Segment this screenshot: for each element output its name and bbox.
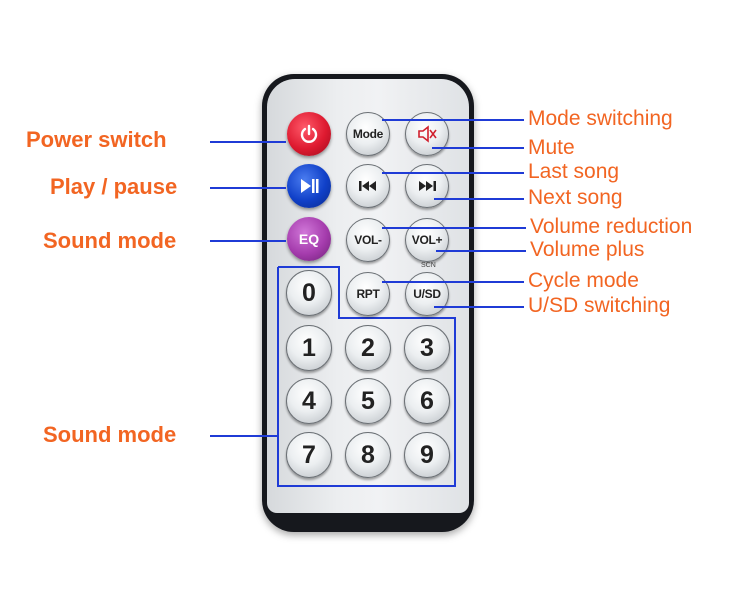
volume-up-button[interactable]: VOL+ <box>405 218 449 262</box>
next-track-icon <box>419 181 436 191</box>
leader-power <box>210 141 286 143</box>
scn-label: SCN <box>421 262 436 269</box>
usd-button[interactable]: U/SD <box>405 272 449 316</box>
label-cycle-mode: Cycle mode <box>528 269 639 292</box>
number-keys-box <box>277 266 456 487</box>
label-mode-switching: Mode switching <box>528 107 673 130</box>
mute-icon <box>418 125 437 143</box>
leader-play <box>210 187 286 189</box>
volume-down-button[interactable]: VOL- <box>346 218 390 262</box>
leader-eq <box>210 240 286 242</box>
eq-button[interactable]: EQ <box>287 217 331 261</box>
leader-next <box>434 198 524 200</box>
label-usd-switching: U/SD switching <box>528 294 671 317</box>
play-pause-button[interactable] <box>287 164 331 208</box>
previous-track-icon <box>359 181 376 191</box>
power-icon <box>300 124 318 143</box>
number-9-button[interactable]: 9 <box>404 432 450 478</box>
leader-usd <box>434 306 524 308</box>
number-0-button[interactable]: 0 <box>286 270 332 316</box>
number-6-button[interactable]: 6 <box>404 378 450 424</box>
power-button[interactable] <box>287 112 331 156</box>
play-pause-icon <box>301 179 319 193</box>
number-1-button[interactable]: 1 <box>286 325 332 371</box>
leader-numbers <box>210 435 277 437</box>
number-5-button[interactable]: 5 <box>345 378 391 424</box>
leader-cycle <box>382 281 524 283</box>
label-sound-mode-eq: Sound mode <box>43 228 177 253</box>
next-button[interactable] <box>405 164 449 208</box>
label-power-switch: Power switch <box>26 127 167 152</box>
number-7-button[interactable]: 7 <box>286 432 332 478</box>
previous-button[interactable] <box>346 164 390 208</box>
leader-last <box>382 172 524 174</box>
label-next-song: Next song <box>528 186 623 209</box>
number-3-button[interactable]: 3 <box>404 325 450 371</box>
number-2-button[interactable]: 2 <box>345 325 391 371</box>
number-8-button[interactable]: 8 <box>345 432 391 478</box>
label-sound-mode-numbers: Sound mode <box>43 422 177 447</box>
label-mute: Mute <box>528 136 575 159</box>
label-volume-reduction: Volume reduction <box>530 215 693 238</box>
leader-vol-down <box>382 227 526 229</box>
number-4-button[interactable]: 4 <box>286 378 332 424</box>
leader-mode <box>382 119 524 121</box>
leader-vol-up <box>436 250 526 252</box>
label-play-pause: Play / pause <box>50 174 178 199</box>
repeat-button[interactable]: RPT <box>346 272 390 316</box>
leader-mute <box>432 147 524 149</box>
label-last-song: Last song <box>528 160 620 183</box>
label-volume-plus: Volume plus <box>530 238 645 261</box>
